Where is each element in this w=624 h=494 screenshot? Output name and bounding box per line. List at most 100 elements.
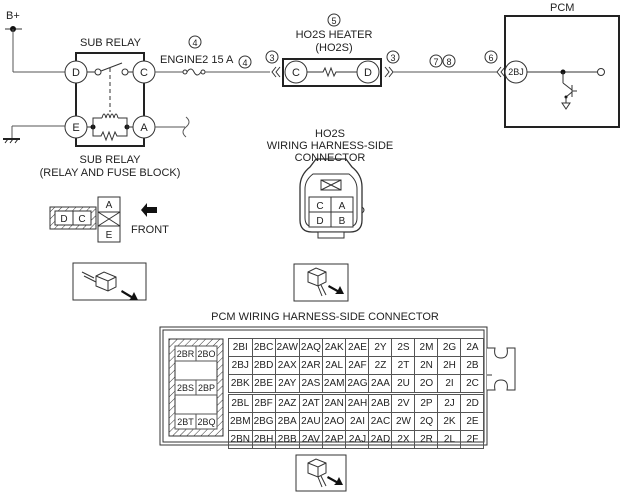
pcm-pin: 2AZ bbox=[274, 392, 300, 413]
relay-conn-cell-c: C bbox=[78, 214, 85, 225]
pcm-pin: 2H bbox=[437, 356, 462, 375]
pcm-pin: 2AL bbox=[321, 356, 347, 375]
pcm-pin: 2W bbox=[391, 412, 416, 431]
pcm-pin-2br: 2BR bbox=[177, 349, 195, 359]
ref-circles bbox=[188, 13, 498, 69]
ref-after-fuse: 4 bbox=[242, 58, 247, 68]
ho2s-conn-title-3: CONNECTOR bbox=[294, 152, 366, 164]
heater-title-1: HO2S HEATER bbox=[295, 29, 373, 41]
pcm-terminal: 2BJ bbox=[508, 67, 524, 77]
heater-terminal-c: C bbox=[292, 67, 300, 79]
pcm-pin: 2X bbox=[391, 430, 416, 449]
pcm-pin-2bo: 2BO bbox=[197, 349, 215, 359]
ho2s-cell-a: A bbox=[339, 201, 346, 212]
ho2s-connector-pictogram bbox=[293, 263, 349, 302]
pcm-pin: 2AH bbox=[345, 392, 370, 413]
connector-mark-icon bbox=[496, 66, 506, 78]
pcm-conn-title: PCM WIRING HARNESS-SIDE CONNECTOR bbox=[211, 311, 439, 323]
pcm-pin: 2AG bbox=[345, 374, 370, 394]
pcm-pin: 2P bbox=[414, 392, 439, 413]
pcm-pin: 2M bbox=[414, 338, 439, 357]
pcm-pin: 2BG bbox=[251, 412, 276, 431]
pcm-pin: 2BE bbox=[251, 374, 276, 394]
sub-relay-caption-1: SUB RELAY bbox=[79, 154, 141, 166]
pcm-pin: 2AD bbox=[368, 430, 393, 449]
pcm-pin: 2BK bbox=[228, 374, 253, 394]
pcm-pin: 2AR bbox=[298, 356, 323, 375]
pcm-pin-2bq: 2BQ bbox=[197, 417, 215, 427]
sub-relay bbox=[64, 52, 156, 147]
ho2s-cell-b: B bbox=[339, 216, 346, 227]
relay-connector-pictogram bbox=[72, 262, 147, 301]
fuse-icon bbox=[182, 68, 206, 76]
pcm-pin: 2AK bbox=[321, 338, 347, 357]
relay-terminal-d: D bbox=[72, 67, 80, 79]
ground-symbol bbox=[3, 125, 65, 144]
pcm-pin: 2L bbox=[437, 430, 462, 449]
sub-relay-caption-2: (RELAY AND FUSE BLOCK) bbox=[39, 167, 181, 179]
pcm-pin-2bt: 2BT bbox=[177, 417, 194, 427]
pcm-pin: 2AQ bbox=[298, 338, 323, 357]
relay-conn-cell-a: A bbox=[106, 200, 113, 211]
pcm-connector-pictogram bbox=[295, 454, 347, 492]
pcm-pin: 2AO bbox=[321, 412, 347, 431]
pcm-pin: 2AX bbox=[274, 356, 300, 375]
pcm-pin: 2U bbox=[391, 374, 416, 394]
pcm-pin: 2AY bbox=[274, 374, 300, 394]
pcm-pin: 2AE bbox=[345, 338, 370, 357]
pcm-pin: 2Y bbox=[368, 338, 393, 357]
pcm-pin: 2BA bbox=[274, 412, 300, 431]
relay-terminal-c: C bbox=[140, 67, 148, 79]
ref-fuse: 4 bbox=[192, 38, 197, 48]
pcm-pin: 2BC bbox=[251, 338, 276, 357]
front-arrow-icon bbox=[141, 203, 157, 217]
b-plus-supply bbox=[5, 26, 65, 73]
pcm-pin: 2G bbox=[437, 338, 462, 357]
pcm-pin: 2AF bbox=[345, 356, 370, 375]
sub-relay-title: SUB RELAY bbox=[80, 37, 141, 49]
pcm-pin: 2B bbox=[460, 356, 485, 375]
pcm-pin: 2F bbox=[460, 430, 485, 449]
pcm-pin: 2BL bbox=[228, 392, 253, 413]
pcm-left-block bbox=[174, 345, 218, 430]
pcm-pin: 2AW bbox=[274, 338, 300, 357]
ho2s-cell-c: C bbox=[316, 201, 323, 212]
pcm-pin-2bs: 2BS bbox=[177, 383, 194, 393]
pcm-pin: 2V bbox=[391, 392, 416, 413]
pcm-pin: 2BD bbox=[251, 356, 276, 375]
pcm-pin: 2AI bbox=[345, 412, 370, 431]
relay-terminal-e: E bbox=[72, 122, 79, 134]
pcm-pin: 2AC bbox=[368, 412, 393, 431]
pcm-pin: 2AV bbox=[298, 430, 323, 449]
ho2s-cell-d: D bbox=[316, 216, 323, 227]
pcm-pin: 2E bbox=[460, 412, 485, 431]
power-label: B+ bbox=[6, 10, 20, 22]
pcm-box bbox=[504, 15, 620, 128]
pcm-pin: 2K bbox=[437, 412, 462, 431]
ref-heater-out: 3 bbox=[390, 53, 395, 63]
ho2s-connector-face bbox=[299, 158, 365, 239]
relay-connector-face bbox=[49, 196, 121, 243]
pcm-pin: 2Q bbox=[414, 412, 439, 431]
connector-mark-icon bbox=[271, 66, 281, 78]
pcm-pin: 2BM bbox=[228, 412, 253, 431]
pcm-pin: 2J bbox=[437, 392, 462, 413]
pcm-pin: 2AJ bbox=[345, 430, 370, 449]
pcm-pin: 2BN bbox=[228, 430, 253, 449]
pcm-pin: 2N bbox=[414, 356, 439, 375]
pcm-pin: 2C bbox=[460, 374, 485, 394]
pcm-pin: 2S bbox=[391, 338, 416, 357]
front-label: FRONT bbox=[131, 224, 169, 236]
pcm-pin: 2R bbox=[414, 430, 439, 449]
connector-mark-icon bbox=[384, 66, 394, 78]
ho2s-conn-title-1: HO2S bbox=[315, 128, 345, 140]
wire-break-icon bbox=[182, 116, 190, 138]
pcm-pin: 2I bbox=[437, 374, 462, 394]
